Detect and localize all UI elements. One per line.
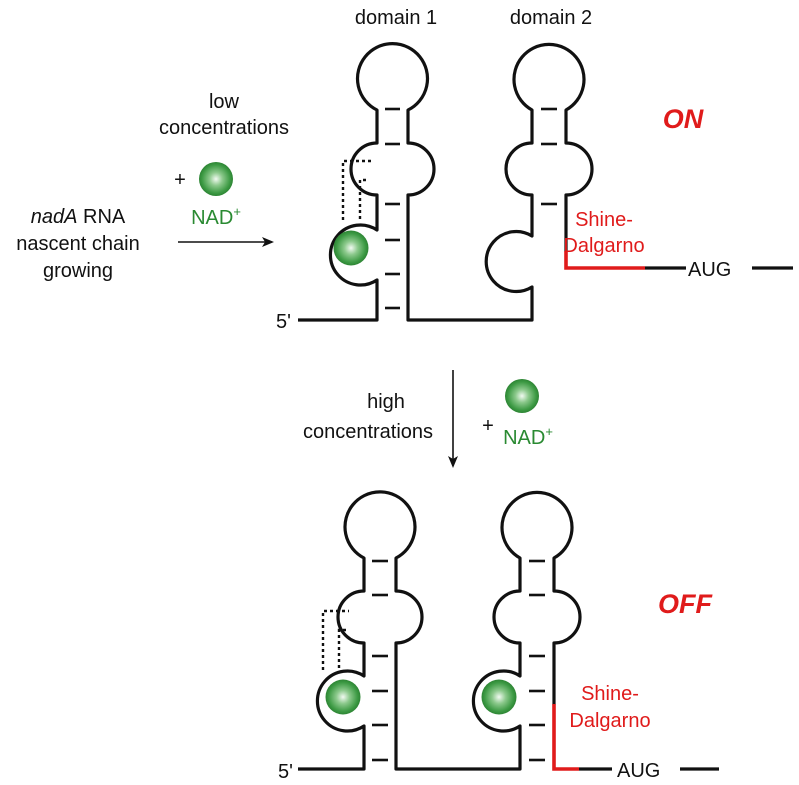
nad-ligand-icon [199,162,233,196]
high-concentration-transition: high concentrations + NAD+ [303,370,553,468]
high-label-line1: high [367,391,405,413]
low-label-line2: concentrations [159,117,289,139]
sd-label-top-line2: Dalgarno [563,235,644,257]
low-label-line1: low [209,91,240,113]
domain1-label: domain 1 [355,7,437,29]
aug-label-top: AUG [688,259,731,281]
domain1-left-strand [298,42,594,322]
sd-label-bottom-line2: Dalgarno [569,710,650,732]
five-prime-label-top: 5' [276,311,291,333]
sd-label-bottom-line1: Shine- [581,683,639,705]
domain1-base-pairs-bottom [372,559,388,762]
aug-label-bottom: AUG [617,760,660,782]
nad-label-middle: NAD+ [503,424,553,449]
pseudoknot-inner-top [358,178,369,219]
pseudoknot-inner-bottom [337,628,349,668]
off-state-structure: 5' AUG Shine- Dalgarno OFF [278,490,719,783]
domain2-base-pairs-top [541,107,557,206]
off-backbone [298,490,582,771]
pseudoknot-outer-top [341,159,372,220]
nascent-label-line2: nascent chain [16,233,139,255]
state-off-label: OFF [658,589,713,619]
bound-nad-domain1-bottom [325,679,361,715]
domain1-base-pairs-top [385,107,400,310]
state-on-label: ON [663,104,704,134]
nascent-label-line3: growing [43,260,113,282]
shine-dalgarno-segment-top [564,251,645,270]
plus-sign-top: + [174,169,186,191]
bound-nad-domain2-bottom [481,679,517,715]
high-label-line2: concentrations [303,421,433,443]
domain2-label: domain 2 [510,7,592,29]
domain2-base-pairs-bottom [529,559,545,762]
pseudoknot-outer-bottom [321,609,349,670]
five-prime-label-bottom: 5' [278,761,293,783]
nad-label-top: NAD+ [191,204,241,229]
bound-nad-domain1-top [333,230,369,266]
nad-ligand-icon-middle [505,379,539,413]
sd-label-top-line1: Shine- [575,209,633,231]
shine-dalgarno-segment-bottom [552,704,579,771]
plus-sign-middle: + [482,415,494,437]
on-state-structure: low concentrations + NAD+ nadA RNA nasce… [16,42,793,333]
nascent-label-line1: nadA RNA [31,206,126,228]
